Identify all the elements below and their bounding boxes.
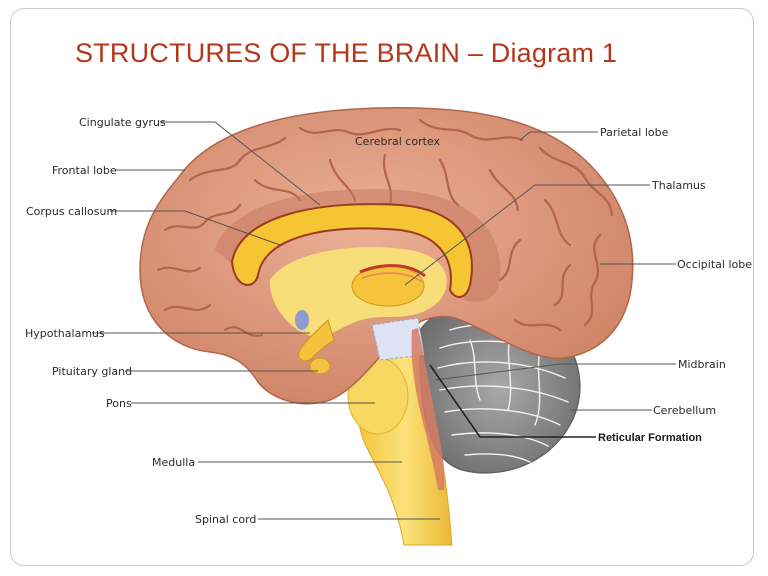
label-frontal-lobe: Frontal lobe xyxy=(52,164,117,177)
pituitary-gland-shape xyxy=(309,357,331,375)
label-midbrain: Midbrain xyxy=(678,358,726,371)
label-hypothalamus: Hypothalamus xyxy=(25,327,105,340)
label-pons: Pons xyxy=(106,397,132,410)
hypothalamus-shape xyxy=(298,319,335,362)
label-cingulate-gyrus: Cingulate gyrus xyxy=(79,116,166,129)
optic-chiasm-shape xyxy=(295,310,309,330)
corpus-callosum-shape xyxy=(230,203,473,298)
slide-title: STRUCTURES OF THE BRAIN – Diagram 1 xyxy=(75,38,618,68)
label-corpus-callosum: Corpus callosum xyxy=(26,205,117,218)
reticular-formation-shape xyxy=(411,328,445,490)
midbrain-shape xyxy=(371,317,425,361)
label-cerebellum: Cerebellum xyxy=(653,404,716,417)
label-pituitary-gland: Pituitary gland xyxy=(52,365,132,378)
label-thalamus: Thalamus xyxy=(651,179,706,192)
label-cerebral-cortex: Cerebral cortex xyxy=(355,135,440,148)
label-medulla: Medulla xyxy=(152,456,195,469)
label-reticular-formation: Reticular Formation xyxy=(598,432,702,444)
label-occipital-lobe: Occipital lobe xyxy=(677,258,752,271)
leader-lines xyxy=(92,121,676,520)
label-spinal-cord: Spinal cord xyxy=(195,513,256,526)
label-parietal-lobe: Parietal lobe xyxy=(600,126,669,139)
